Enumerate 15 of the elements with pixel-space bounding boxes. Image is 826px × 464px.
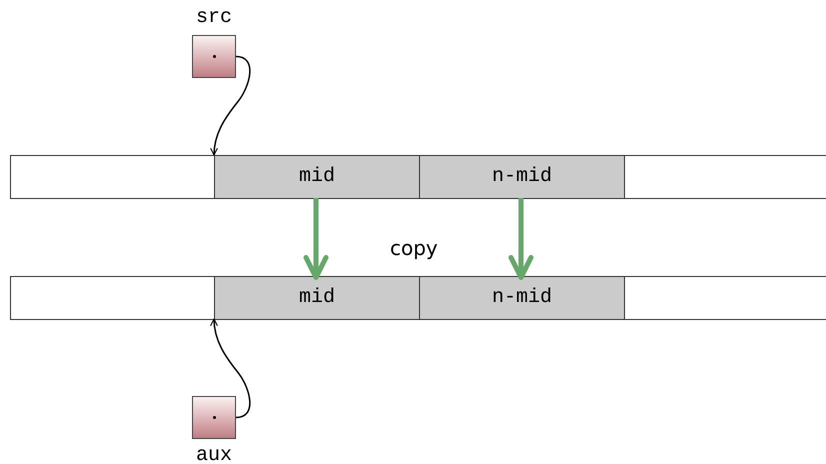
cell-label: n-mid [492,164,552,190]
copy-arrow [304,198,328,280]
cell-label: n-mid [492,285,552,311]
array-cell [419,155,625,199]
pointer-arrow [210,318,250,418]
copy-arrow [508,198,534,280]
cell-label: mid [298,164,335,190]
cell-label: mid [298,285,335,311]
pointer-arrow [210,56,250,156]
array-cell [419,276,625,320]
operation-label: copy [390,238,438,258]
variable-name: aux [196,446,232,464]
array-cell [214,155,420,199]
variable-name: src [196,8,232,28]
array-cell [214,276,420,320]
